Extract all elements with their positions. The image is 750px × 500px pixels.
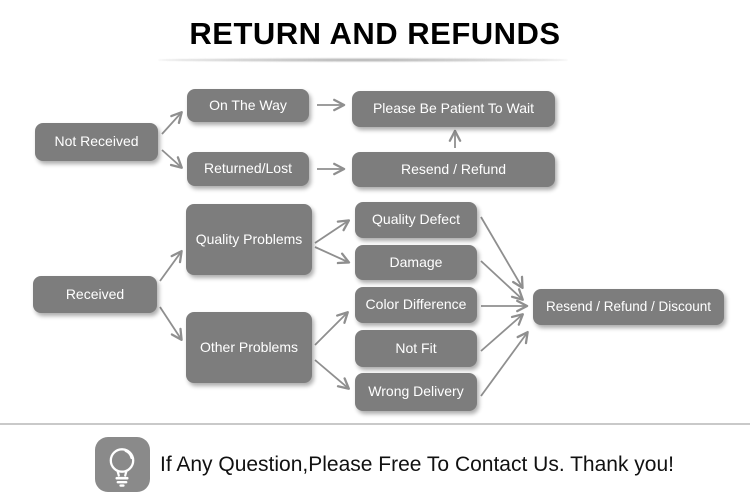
node-label: Resend / Refund [400, 160, 507, 177]
title-underline [158, 58, 568, 62]
edge-arrow [314, 246, 351, 265]
node-label: Other Problems [199, 338, 299, 355]
page-title: RETURN AND REFUNDS [189, 16, 561, 51]
flow-node-quality-problems: Quality Problems [186, 204, 312, 275]
node-label: Received [65, 285, 125, 302]
edge-arrow [480, 313, 524, 352]
node-label: Quality Problems [195, 230, 303, 247]
node-label: Returned/Lost [204, 160, 292, 177]
edge-arrow [314, 219, 351, 244]
edge-arrow [314, 359, 350, 390]
flow-node-resend-refund: Resend / Refund [352, 152, 555, 187]
footer-divider [0, 423, 750, 425]
footer-message: If Any Question,Please Free To Contact U… [160, 452, 674, 476]
flow-node-not-received: Not Received [35, 123, 158, 161]
flow-node-returned-lost: Returned/Lost [187, 152, 309, 186]
node-label: Not Fit [395, 339, 437, 356]
flow-node-please-be-patient: Please Be Patient To Wait [352, 91, 555, 127]
node-label: On The Way [209, 96, 287, 113]
edge-arrow [480, 330, 529, 397]
light-bulb-icon [95, 437, 150, 492]
node-label: Wrong Delivery [368, 383, 464, 400]
node-label: Please Be Patient To Wait [372, 100, 535, 117]
edge-arrow [161, 111, 183, 135]
edge-arrow [480, 216, 524, 290]
edge-arrow [480, 260, 524, 301]
node-label: Not Received [54, 133, 139, 150]
flow-node-not-fit: Not Fit [355, 330, 477, 367]
edge-arrow [161, 149, 183, 169]
edge-arrow [314, 311, 349, 346]
flow-node-received: Received [33, 276, 157, 313]
node-label: Color Difference [365, 296, 467, 313]
node-label: Quality Defect [372, 211, 460, 228]
flow-node-quality-defect: Quality Defect [355, 202, 477, 238]
edge-arrow [159, 249, 183, 282]
flow-node-wrong-delivery: Wrong Delivery [355, 373, 477, 411]
flow-node-damage: Damage [355, 245, 477, 280]
flow-node-color-difference: Color Difference [355, 287, 477, 323]
flow-node-on-the-way: On The Way [187, 89, 309, 122]
node-label: Damage [389, 253, 443, 270]
node-label: Resend / Refund / Discount [545, 298, 712, 314]
flow-node-resend-refund-discount: Resend / Refund / Discount [533, 289, 724, 325]
edge-arrow [159, 306, 183, 342]
flow-node-other-problems: Other Problems [186, 312, 312, 383]
